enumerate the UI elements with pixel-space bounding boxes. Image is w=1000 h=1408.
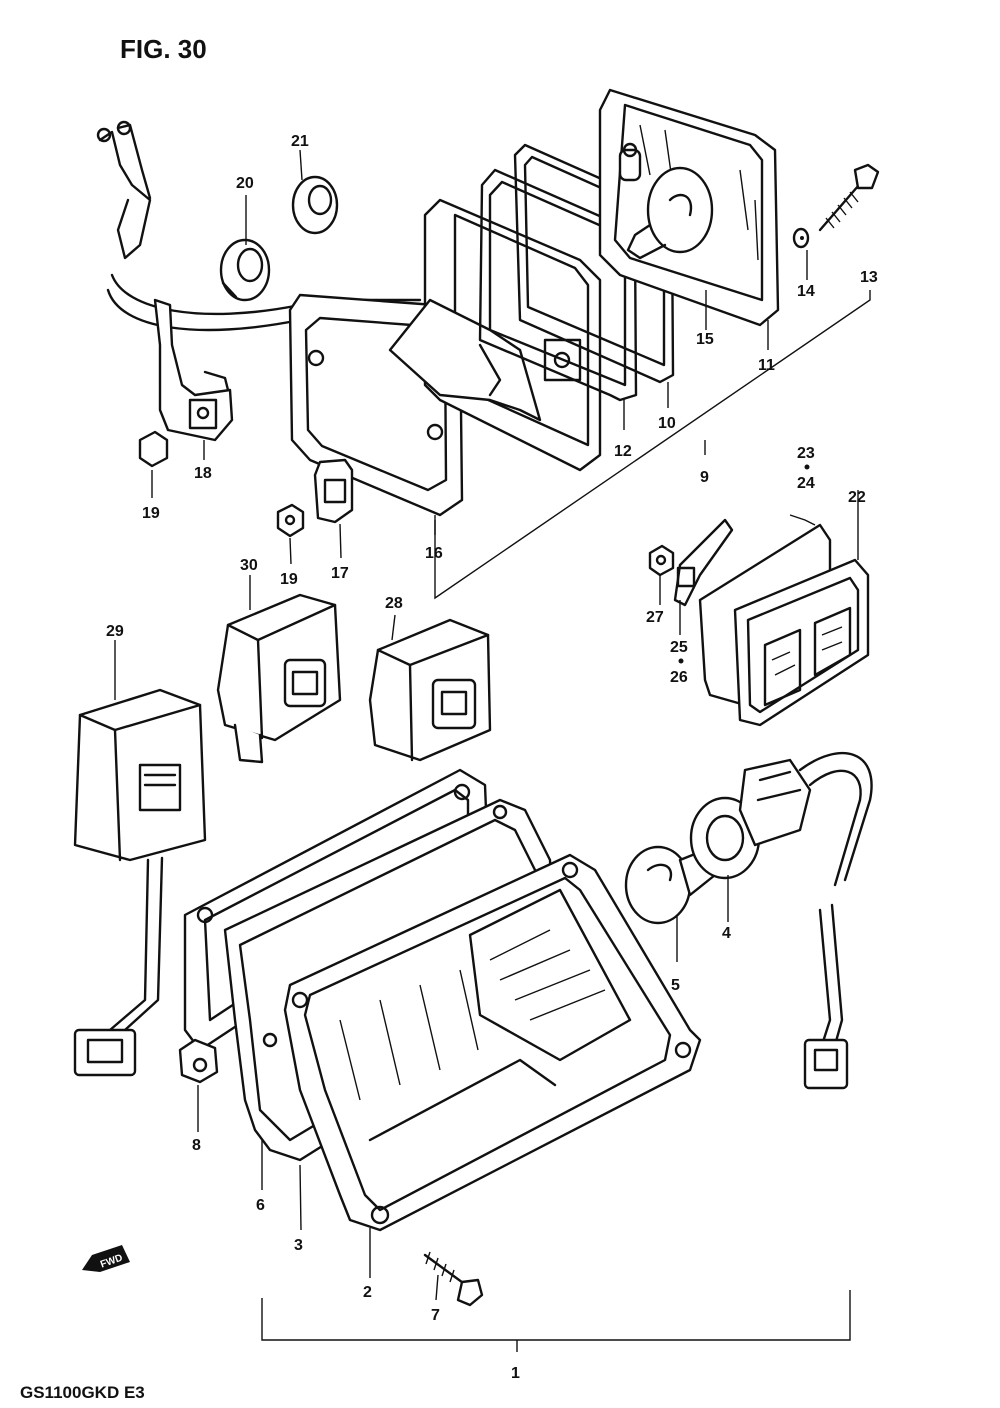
relay-28 bbox=[368, 618, 492, 762]
callout-8: 8 bbox=[192, 1137, 201, 1154]
callout-26: 26 bbox=[670, 669, 688, 686]
callout-9: 9 bbox=[700, 469, 709, 486]
figure-title: FIG. 30 bbox=[120, 34, 207, 64]
callout-23: 23 bbox=[797, 445, 815, 462]
callout-17: 17 bbox=[331, 565, 349, 582]
grommet-21 bbox=[291, 175, 339, 235]
callout-1: 1 bbox=[511, 1365, 520, 1382]
callout-18: 18 bbox=[194, 465, 212, 482]
nut-19-left bbox=[138, 430, 169, 468]
bulb-15 bbox=[618, 142, 714, 260]
lamp-housing-9 bbox=[388, 198, 602, 472]
callout-bracket-1 bbox=[261, 1290, 851, 1352]
socket-wire bbox=[798, 752, 873, 1090]
callout-5: 5 bbox=[671, 977, 680, 994]
callout-20: 20 bbox=[236, 175, 254, 192]
screw-13 bbox=[818, 163, 880, 232]
callout-24: 24 bbox=[797, 475, 815, 492]
callout-19-right: 19 bbox=[280, 571, 298, 588]
washer-14 bbox=[792, 227, 810, 249]
callout-bracket-9 bbox=[434, 290, 871, 600]
callout-29: 29 bbox=[106, 623, 124, 640]
callout-30: 30 bbox=[240, 557, 258, 574]
callout-6: 6 bbox=[256, 1197, 265, 1214]
reflector-bracket-25 bbox=[673, 518, 734, 607]
connector-17 bbox=[313, 458, 354, 524]
control-unit-29 bbox=[73, 688, 207, 1077]
callout-10: 10 bbox=[658, 415, 676, 432]
callout-3: 3 bbox=[294, 1237, 303, 1254]
nut-19-right bbox=[276, 503, 305, 538]
callout-27: 27 bbox=[646, 609, 664, 626]
callout-bracket-23 bbox=[789, 514, 816, 526]
leader-lines bbox=[114, 149, 859, 1301]
callout-19-left: 19 bbox=[142, 505, 160, 522]
signal-wire bbox=[96, 120, 422, 332]
flasher-relay-30 bbox=[216, 593, 342, 764]
forward-arrow-icon: FWD bbox=[82, 1245, 130, 1272]
clip-nut-8 bbox=[178, 1038, 219, 1084]
callout-16: 16 bbox=[425, 545, 443, 562]
callout-13: 13 bbox=[860, 269, 878, 286]
nut-27 bbox=[648, 544, 675, 577]
model-code: GS1100GKD E3 bbox=[20, 1383, 145, 1402]
screw-7 bbox=[423, 1251, 484, 1307]
callout-4: 4 bbox=[722, 925, 731, 942]
callout-28: 28 bbox=[385, 595, 403, 612]
callout-12: 12 bbox=[614, 443, 632, 460]
callout-14: 14 bbox=[797, 283, 815, 300]
lens-2 bbox=[283, 853, 702, 1232]
callout-25: 25 bbox=[670, 639, 688, 656]
callout-15: 15 bbox=[696, 331, 714, 348]
bracket-18 bbox=[153, 298, 234, 442]
callout-22: 22 bbox=[848, 489, 866, 506]
callout-2: 2 bbox=[363, 1284, 372, 1301]
socket-4 bbox=[689, 758, 812, 880]
grommet-20 bbox=[219, 238, 271, 302]
callout-11: 11 bbox=[758, 357, 775, 374]
reflector-22 bbox=[733, 558, 870, 727]
callout-21: 21 bbox=[291, 133, 309, 150]
callout-7: 7 bbox=[431, 1307, 440, 1324]
